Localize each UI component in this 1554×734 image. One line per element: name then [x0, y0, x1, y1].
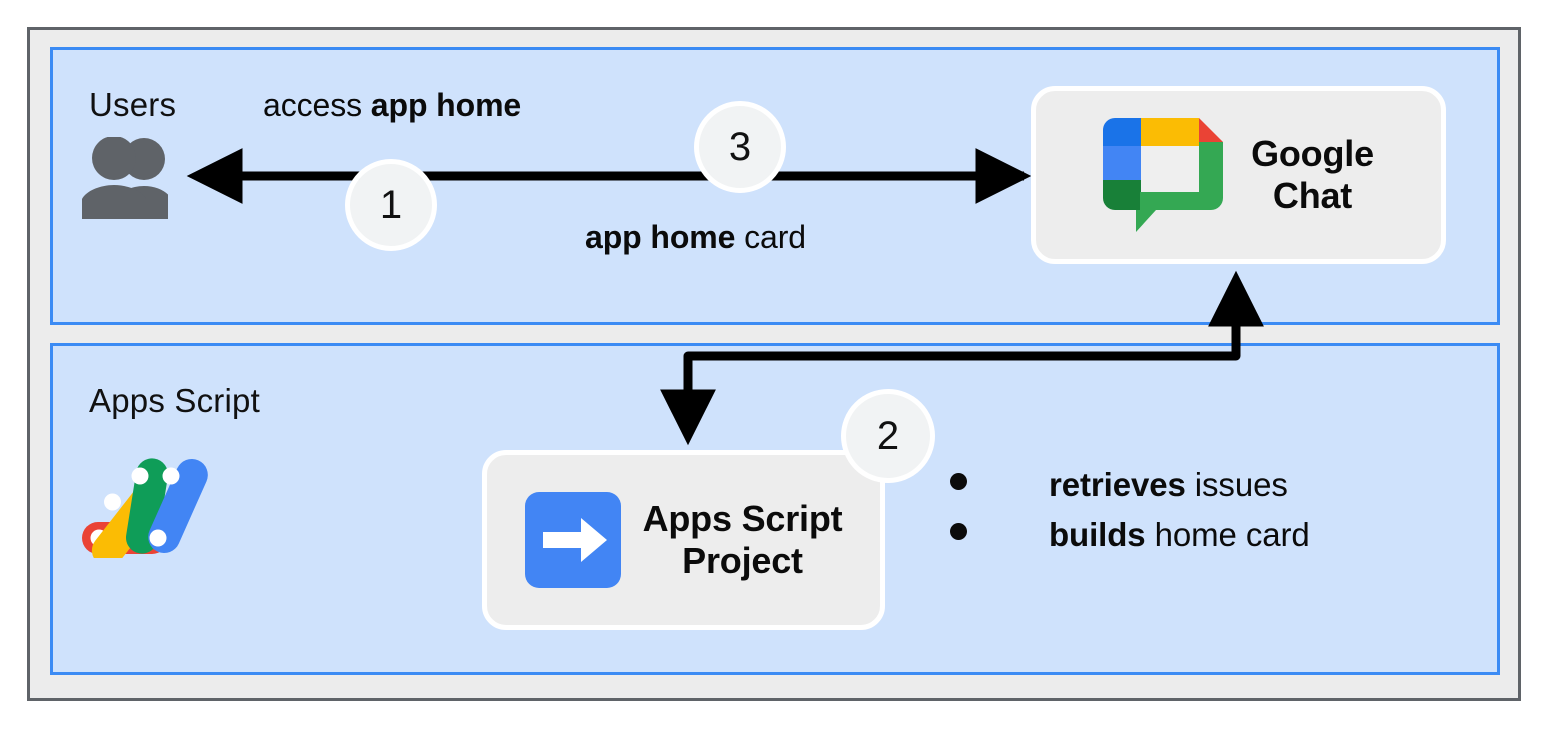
apps-script-fan-icon	[82, 450, 210, 567]
bullet-dot-icon	[950, 473, 967, 490]
step-badge-3: 3	[694, 101, 786, 193]
blue-arrow-square-icon	[524, 492, 621, 588]
step-badge-1: 1	[345, 159, 437, 251]
people-icon	[80, 136, 184, 221]
node-google-chat[interactable]: Google Chat	[1031, 86, 1446, 264]
project-actions-list: retrieves issues builds home card	[950, 466, 1420, 566]
label-card-plain: card	[735, 219, 806, 255]
bullet-1-plain: home card	[1145, 516, 1310, 553]
bullet-text: retrieves issues	[1049, 466, 1288, 504]
bullet-0-plain: issues	[1185, 466, 1288, 503]
bullet-dot-icon	[950, 523, 967, 540]
list-item: retrieves issues	[950, 466, 1420, 504]
label-card-bold: app home	[585, 219, 736, 255]
connector-label-card: app home card	[585, 219, 806, 256]
step-badge-2: 2	[841, 389, 935, 483]
panel-apps-script-title: Apps Script	[89, 382, 260, 419]
google-chat-label: Google Chat	[1251, 132, 1374, 216]
node-apps-script-project[interactable]: Apps Script Project	[482, 450, 885, 630]
apps-script-project-label: Apps Script Project	[642, 497, 843, 581]
label-access-bold: app home	[370, 87, 522, 123]
label-access-plain: access	[263, 87, 371, 123]
bullet-0-bold: retrieves	[1049, 466, 1186, 503]
list-item: builds home card	[950, 516, 1420, 554]
bullet-text: builds home card	[1049, 516, 1310, 554]
bullet-1-bold: builds	[1049, 516, 1146, 553]
panel-users-title: Users	[89, 86, 177, 123]
connector-label-access: access app home	[263, 87, 521, 124]
google-chat-icon	[1103, 118, 1224, 232]
